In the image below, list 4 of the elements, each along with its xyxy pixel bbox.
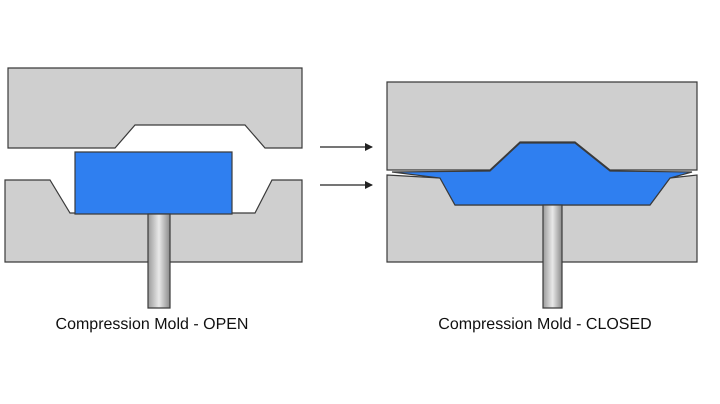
arrow <box>320 143 373 151</box>
arrow <box>320 181 373 189</box>
node-label: Compression Mold - CLOSED <box>438 316 652 334</box>
node-label: Compression Mold - OPEN <box>56 316 248 334</box>
